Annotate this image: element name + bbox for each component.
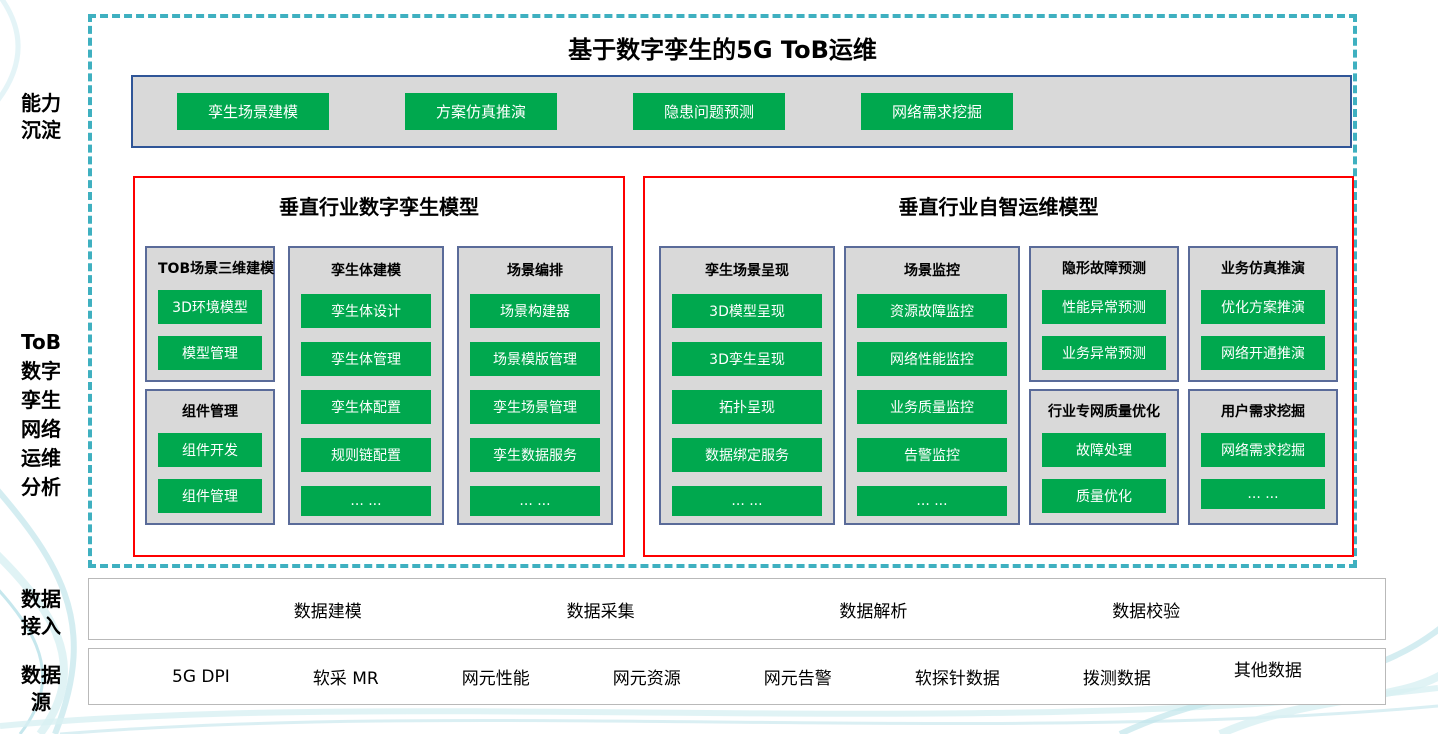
- module-button: 网络开通推演: [1201, 336, 1325, 370]
- module-button: 拓扑呈现: [672, 390, 822, 424]
- side-label-line: ToB: [21, 330, 61, 354]
- group-header: 行业专网质量优化: [1048, 404, 1160, 420]
- group-header: 组件管理: [182, 404, 238, 420]
- group-header: 场景编排: [507, 263, 563, 279]
- group-header: 场景监控: [904, 263, 960, 279]
- module-button: 网络性能监控: [857, 342, 1007, 376]
- module-button: 3D模型呈现: [672, 294, 822, 328]
- side-label-data-source: 数据 源: [2, 662, 80, 716]
- data-access-item: 数据解析: [839, 601, 908, 622]
- module-button: ... ...: [1201, 479, 1325, 509]
- group-business-simulation: 业务仿真推演 优化方案推演 网络开通推演: [1188, 246, 1338, 382]
- group-header: 业务仿真推演: [1221, 261, 1305, 277]
- side-label-capability: 能力 沉淀: [2, 90, 80, 144]
- module-button: 数据绑定服务: [672, 438, 822, 472]
- side-label-line: 能力: [21, 91, 61, 115]
- data-source-bar: 5G DPI 软采 MR 网元性能 网元资源 网元告警 软探针数据 拨测数据 其…: [88, 648, 1386, 705]
- data-access-bar: 数据建模 数据采集 数据解析 数据校验: [88, 578, 1386, 640]
- side-label-line: 源: [31, 690, 51, 714]
- module-button: 组件管理: [158, 479, 262, 513]
- data-source-item: 网元资源: [612, 669, 681, 689]
- digital-twin-columns: TOB场景三维建模 3D环境模型 模型管理 组件管理 组件开发 组件管理 孪生体…: [143, 246, 615, 525]
- module-button: ... ...: [470, 486, 600, 516]
- autonomous-ops-model-panel: 垂直行业自智运维模型 孪生场景呈现 3D模型呈现 3D孪生呈现 拓扑呈现 数据绑…: [643, 176, 1354, 557]
- data-access-item: 数据校验: [1112, 601, 1181, 622]
- data-source-item: 软探针数据: [914, 669, 1000, 689]
- module-button: 孪生体设计: [301, 294, 431, 328]
- group-industry-network-quality: 行业专网质量优化 故障处理 质量优化: [1029, 389, 1179, 525]
- data-source-item: 拨测数据: [1082, 669, 1151, 689]
- side-label-line: 沉淀: [21, 118, 61, 142]
- module-button: 孪生数据服务: [470, 438, 600, 472]
- side-label-line: 数字: [21, 359, 61, 383]
- side-label-analysis: ToB 数字 孪生 网络 运维 分析: [2, 328, 80, 502]
- group-header: 隐形故障预测: [1062, 261, 1146, 277]
- module-button: 场景构建器: [470, 294, 600, 328]
- capability-pill: 网络需求挖掘: [861, 93, 1014, 130]
- capability-bar: 孪生场景建模 方案仿真推演 隐患问题预测 网络需求挖掘: [131, 75, 1352, 148]
- module-button: 优化方案推演: [1201, 290, 1325, 324]
- module-button: ... ...: [301, 486, 431, 516]
- group-header: 孪生体建模: [331, 263, 401, 279]
- data-source-item: 网元性能: [461, 669, 530, 689]
- module-button: ... ...: [857, 486, 1007, 516]
- autonomous-ops-columns: 孪生场景呈现 3D模型呈现 3D孪生呈现 拓扑呈现 数据绑定服务 ... ...…: [653, 246, 1344, 525]
- module-button: 质量优化: [1042, 479, 1166, 513]
- column-simulation-demand: 业务仿真推演 优化方案推演 网络开通推演 用户需求挖掘 网络需求挖掘 ... .…: [1188, 246, 1338, 525]
- column-tob-scene-3d: TOB场景三维建模 3D环境模型 模型管理 组件管理 组件开发 组件管理: [145, 246, 275, 525]
- outer-dashed-frame: [88, 14, 1357, 568]
- group-header: TOB场景三维建模: [158, 261, 275, 277]
- module-button: 场景模版管理: [470, 342, 600, 376]
- capability-pill: 方案仿真推演: [405, 93, 558, 130]
- column-twin-scene-presentation: 孪生场景呈现 3D模型呈现 3D孪生呈现 拓扑呈现 数据绑定服务 ... ...: [659, 246, 835, 525]
- group-user-demand-mining: 用户需求挖掘 网络需求挖掘 ... ...: [1188, 389, 1338, 525]
- data-source-item: 软采 MR: [312, 669, 379, 689]
- group-header: 孪生场景呈现: [705, 263, 789, 279]
- data-access-item: 数据采集: [566, 601, 635, 622]
- module-button: 网络需求挖掘: [1201, 433, 1325, 467]
- side-label-line: 分析: [21, 475, 61, 499]
- module-button: 孪生场景管理: [470, 390, 600, 424]
- side-label-line: 网络: [21, 417, 61, 441]
- data-source-item: 网元告警: [763, 669, 832, 689]
- group-header: 用户需求挖掘: [1221, 404, 1305, 420]
- module-button: 规则链配置: [301, 438, 431, 472]
- group-component-management: 组件管理 组件开发 组件管理: [145, 389, 275, 525]
- module-button: 组件开发: [158, 433, 262, 467]
- capability-pill: 隐患问题预测: [633, 93, 786, 130]
- data-source-item: 5G DPI: [172, 666, 230, 687]
- data-source-item: 其他数据: [1233, 661, 1302, 681]
- group-hidden-fault-prediction: 隐形故障预测 性能异常预测 业务异常预测: [1029, 246, 1179, 382]
- column-fault-prediction-quality: 隐形故障预测 性能异常预测 业务异常预测 行业专网质量优化 故障处理 质量优化: [1029, 246, 1179, 525]
- diagram-title: 基于数字孪生的5G ToB运维: [568, 36, 877, 64]
- group-tob-scene-3d-modeling: TOB场景三维建模 3D环境模型 模型管理: [145, 246, 275, 382]
- module-button: 业务异常预测: [1042, 336, 1166, 370]
- module-button: 故障处理: [1042, 433, 1166, 467]
- module-button: 业务质量监控: [857, 390, 1007, 424]
- side-label-data-access: 数据 接入: [2, 586, 80, 640]
- column-scene-orchestration: 场景编排 场景构建器 场景模版管理 孪生场景管理 孪生数据服务 ... ...: [457, 246, 613, 525]
- module-button: 孪生体配置: [301, 390, 431, 424]
- panel-title-digital-twin: 垂直行业数字孪生模型: [279, 195, 479, 219]
- data-access-item: 数据建模: [293, 601, 362, 622]
- capability-pill: 孪生场景建模: [177, 93, 330, 130]
- side-label-line: 数据: [21, 663, 61, 687]
- digital-twin-model-panel: 垂直行业数字孪生模型 TOB场景三维建模 3D环境模型 模型管理 组件管理 组件…: [133, 176, 625, 557]
- module-button: 3D环境模型: [158, 290, 262, 324]
- side-label-line: 接入: [21, 614, 61, 638]
- module-button: 性能异常预测: [1042, 290, 1166, 324]
- side-label-line: 孪生: [21, 388, 61, 412]
- module-button: 告警监控: [857, 438, 1007, 472]
- side-label-line: 数据: [21, 587, 61, 611]
- module-button: ... ...: [672, 486, 822, 516]
- column-scene-monitoring: 场景监控 资源故障监控 网络性能监控 业务质量监控 告警监控 ... ...: [844, 246, 1020, 525]
- module-button: 孪生体管理: [301, 342, 431, 376]
- module-button: 3D孪生呈现: [672, 342, 822, 376]
- column-twin-modeling: 孪生体建模 孪生体设计 孪生体管理 孪生体配置 规则链配置 ... ...: [288, 246, 444, 525]
- module-button: 模型管理: [158, 336, 262, 370]
- panel-title-autonomous-ops: 垂直行业自智运维模型: [898, 195, 1099, 219]
- module-button: 资源故障监控: [857, 294, 1007, 328]
- side-label-line: 运维: [21, 446, 61, 470]
